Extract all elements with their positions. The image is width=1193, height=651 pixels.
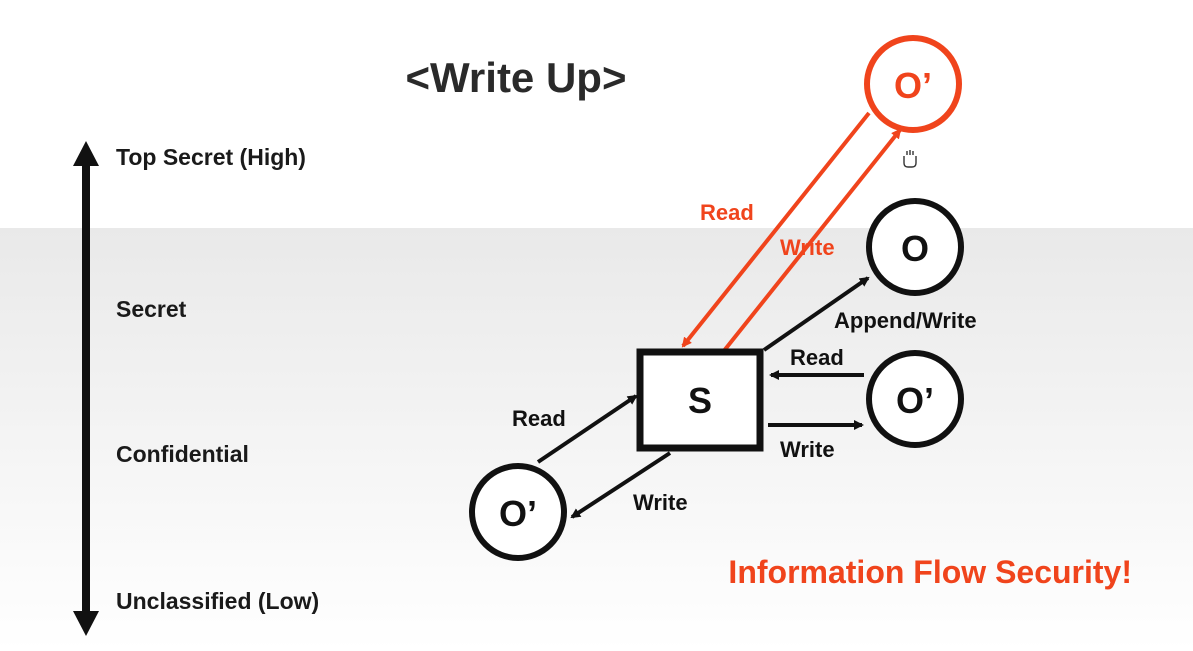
object-secret-label: O xyxy=(901,228,929,269)
axis-up-arrow-icon xyxy=(73,141,99,166)
object-same-level-node: O’ xyxy=(866,350,964,448)
level-confidential: Confidential xyxy=(116,441,249,467)
object-low-label: O’ xyxy=(499,493,537,534)
axis-down-arrow-icon xyxy=(73,611,99,636)
label-same-read: Read xyxy=(790,345,844,370)
edge-low-write xyxy=(570,451,672,519)
label-top-write: Write xyxy=(780,235,835,260)
level-top-secret: Top Secret (High) xyxy=(116,144,306,170)
subject-label: S xyxy=(688,380,712,421)
label-low-write: Write xyxy=(633,490,688,515)
label-low-read: Read xyxy=(512,406,566,431)
label-same-write: Write xyxy=(780,437,835,462)
classification-axis xyxy=(73,141,99,636)
edge-top-read xyxy=(681,111,871,348)
object-low-node: O’ xyxy=(469,463,567,561)
object-secret-node: O xyxy=(866,198,964,296)
level-unclassified: Unclassified (Low) xyxy=(116,588,319,614)
object-top-secret-label: O’ xyxy=(894,65,932,106)
edge-low-read xyxy=(536,394,638,464)
label-append-write: Append/Write xyxy=(834,308,977,333)
edge-append-write xyxy=(762,276,870,352)
level-secret: Secret xyxy=(116,296,187,322)
information-flow-banner: Information Flow Security! xyxy=(728,554,1132,590)
subject-node: S xyxy=(636,348,764,452)
object-same-level-label: O’ xyxy=(896,380,934,421)
object-top-secret-node: O’ xyxy=(864,35,962,133)
edge-top-write xyxy=(721,128,902,354)
page-title: <Write Up> xyxy=(406,54,627,101)
label-top-read: Read xyxy=(700,200,754,225)
background-band xyxy=(0,228,1193,651)
hand-cursor-icon xyxy=(903,150,917,168)
